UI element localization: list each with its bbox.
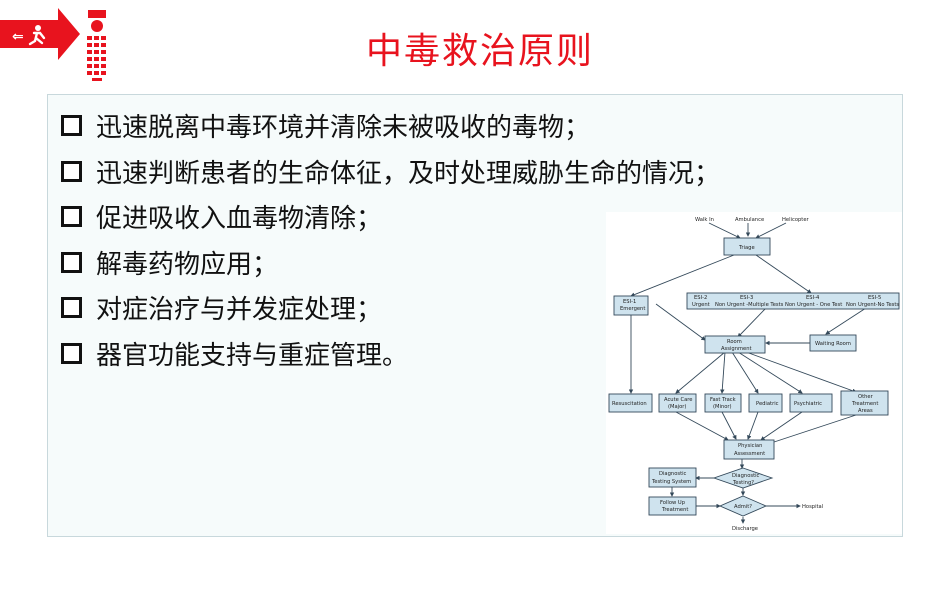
flowchart-label: ESI-2	[694, 295, 707, 301]
flowchart-label: Non Urgent - One Test	[785, 302, 842, 308]
flowchart-label: Non Urgent -Multiple Tests	[715, 302, 784, 308]
flowchart-label: Hospital	[802, 504, 823, 510]
flowchart-box	[658, 393, 697, 413]
checkbox-square-icon	[61, 297, 82, 319]
flowchart-label: Discharge	[732, 526, 758, 532]
flowchart-label: ESI-1	[623, 299, 636, 305]
flowchart-label: Waiting Room	[815, 341, 851, 347]
list-item: 解毒药物应用；	[61, 240, 720, 286]
flowchart-label: Non Urgent-No Tests	[846, 302, 899, 308]
flowchart-label: Admit?	[734, 504, 752, 510]
checkbox-square-icon	[61, 251, 82, 273]
flow-ambulance: Ambulance	[735, 217, 764, 223]
list-item: 对症治疗与并发症处理；	[61, 285, 720, 331]
flowchart-box	[704, 335, 766, 354]
flowchart-label: (Major)	[668, 404, 686, 410]
checkbox-square-icon	[61, 206, 82, 228]
er-flowchart: Walk In Ambulance Helicopter Triage ESI-…	[606, 212, 902, 534]
flowchart-label: Testing?	[732, 480, 754, 486]
flowchart-box	[789, 393, 833, 413]
flowchart-label: Treatment	[661, 507, 688, 513]
flowchart-label: Assessment	[734, 451, 765, 457]
flowchart-label: ESI-4	[806, 295, 820, 301]
flowchart-box	[648, 496, 697, 516]
list-item: 器官功能支持与重症管理。	[61, 331, 720, 377]
flowchart-box	[608, 393, 653, 413]
flowchart-box	[723, 439, 775, 460]
flowchart-label: Resuscitation	[612, 401, 647, 407]
flowchart-box	[613, 295, 649, 316]
flowchart-label: Acute Care	[664, 397, 692, 403]
flowchart-label: Treatment	[851, 401, 878, 407]
list-item: 促进吸收入血毒物清除；	[61, 194, 720, 240]
checkbox-square-icon	[61, 115, 82, 137]
flowchart-box	[748, 393, 783, 413]
flowchart-decision	[712, 467, 774, 489]
flow-triage: Triage	[738, 245, 755, 251]
checkbox-square-icon	[61, 342, 82, 364]
flowchart-label: Emergent	[620, 306, 645, 312]
flowchart-label: Testing System	[651, 479, 691, 485]
principle-list: 迅速脱离中毒环境并清除未被吸收的毒物； 迅速判断患者的生命体征，及时处理威胁生命…	[61, 103, 720, 376]
flow-helicopter: Helicopter	[782, 217, 810, 223]
flowchart-label: Psychiatric	[794, 401, 822, 407]
flowchart-decision	[718, 495, 768, 517]
flowchart-label: Room	[727, 339, 742, 345]
svg-text:⇐: ⇐	[12, 29, 24, 45]
flowchart-label: Diagnostic	[659, 471, 687, 477]
flowchart-label: Fast Track	[710, 397, 736, 403]
flow-walkin: Walk In	[695, 217, 714, 223]
flowchart-box	[723, 237, 771, 256]
flowchart-label: Follow Up	[660, 500, 686, 506]
flowchart-label: Assignment	[721, 346, 752, 352]
flowchart-label: Pediatric	[756, 401, 779, 407]
flowchart-label: Urgent	[692, 302, 710, 308]
flowchart-box	[809, 334, 857, 352]
checkbox-square-icon	[61, 160, 82, 182]
list-item: 迅速判断患者的生命体征，及时处理威胁生命的情况；	[61, 149, 720, 195]
flowchart-label: ESI-5	[868, 295, 881, 301]
flowchart-label: Diagnostic	[732, 473, 760, 479]
page-title: 中毒救治原则	[365, 31, 594, 72]
hospital-logo: ⇐	[0, 8, 106, 81]
flowchart-label: Other	[858, 394, 874, 400]
flowchart-label: (Minor)	[713, 404, 732, 410]
flowchart-box	[686, 292, 900, 310]
flowchart-box	[840, 390, 889, 416]
list-item: 迅速脱离中毒环境并清除未被吸收的毒物；	[61, 103, 720, 149]
flowchart-label: ESI-3	[740, 295, 753, 301]
flowchart-label: Areas	[858, 408, 873, 414]
flowchart-box	[704, 393, 742, 413]
flowchart-label: Physician	[738, 443, 762, 449]
flowchart-box	[648, 467, 697, 488]
